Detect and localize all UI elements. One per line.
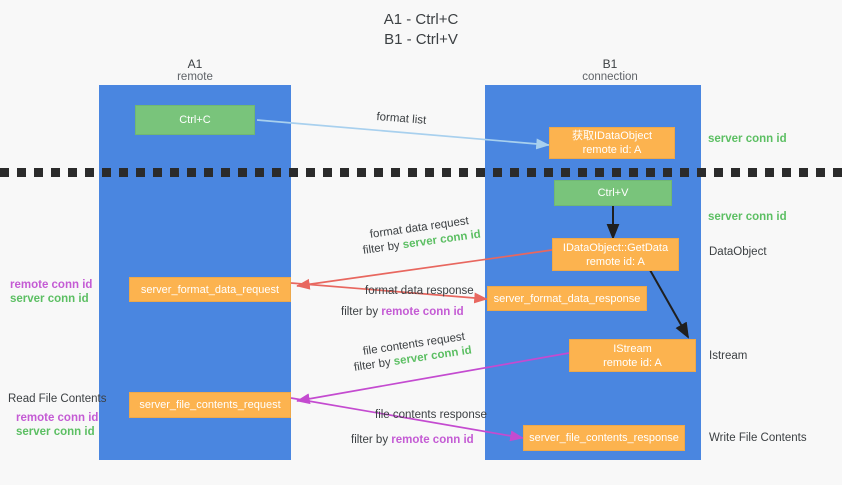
annotation-server-conn-id-mid: server conn id [708, 211, 787, 223]
node-idataobject-getdata-remote-id: remote id: A [586, 255, 645, 268]
edge-format-data-request [296, 249, 553, 290]
edge-getdata-to-istream [649, 269, 689, 339]
annotation-istream: Istream [709, 350, 748, 362]
title-line-2: B1 - Ctrl+V [384, 31, 458, 48]
node-server-format-data-response[interactable]: server_format_data_response [487, 286, 647, 311]
node-ctrl-v-label: Ctrl+V [597, 187, 629, 199]
node-server-file-contents-request[interactable]: server_file_contents_request [129, 392, 291, 418]
edge-label-format-data-response-filter: filter by remote conn id [341, 305, 464, 320]
page-title: A1 - Ctrl+C B1 - Ctrl+V [0, 10, 842, 50]
annotation-server-conn-id-top: server conn id [708, 133, 787, 145]
filter-prefix: filter by [351, 434, 392, 446]
node-istream-remote-id: remote id: A [603, 356, 662, 369]
phase-divider [0, 168, 842, 177]
node-get-idataobject-label: 获取IDataObject [571, 130, 653, 142]
column-header-a1: A1 remote [115, 58, 275, 84]
node-ctrl-c[interactable]: Ctrl+C [135, 105, 255, 135]
annotation-server-conn-id-upper: server conn id [10, 293, 89, 305]
column-b1-name: B1 [602, 57, 618, 71]
column-header-b1: B1 connection [530, 58, 690, 84]
node-server-format-data-request-label: server_format_data_request [140, 283, 280, 296]
node-ctrl-c-label: Ctrl+C [179, 114, 211, 126]
annotation-dataobject: DataObject [709, 246, 767, 258]
filter-key-remote-conn-id: remote conn id [391, 434, 474, 446]
annotation-write-file-contents: Write File Contents [709, 432, 807, 444]
node-istream[interactable]: IStream remote id: A [569, 339, 696, 372]
annotation-remote-conn-id-lower: remote conn id [16, 412, 99, 424]
node-idataobject-getdata-label: IDataObject::GetData [562, 241, 669, 254]
node-idataobject-getdata[interactable]: IDataObject::GetData remote id: A [552, 238, 679, 271]
node-get-idataobject-remote-id: remote id: A [582, 144, 642, 156]
edge-file-contents-response [290, 397, 524, 442]
edge-label-format-data-response: format data response [365, 285, 474, 297]
annotation-server-conn-id-lower: server conn id [16, 426, 95, 438]
node-server-file-contents-request-label: server_file_contents_request [139, 399, 281, 411]
title-line-1: A1 - Ctrl+C [383, 11, 459, 28]
column-a1-subtitle: remote [177, 71, 213, 83]
node-get-idataobject[interactable]: 获取IDataObject remote id: A [549, 127, 675, 159]
edge-label-file-contents-response: file contents response [375, 409, 487, 421]
annotation-remote-conn-id-upper: remote conn id [10, 279, 93, 291]
column-b1-subtitle: connection [582, 71, 638, 83]
node-server-format-data-request[interactable]: server_format_data_request [129, 277, 291, 302]
edge-label-file-contents-response-filter: filter by remote conn id [351, 433, 474, 448]
annotation-read-file-contents: Read File Contents [8, 393, 107, 405]
edge-format-data-response [290, 282, 488, 304]
filter-key-remote-conn-id: remote conn id [381, 306, 464, 318]
node-istream-label: IStream [613, 342, 652, 355]
column-a1-name: A1 [187, 57, 203, 71]
node-server-file-contents-response[interactable]: server_file_contents_response [523, 425, 685, 451]
edge-format-list [256, 119, 550, 150]
node-ctrl-v[interactable]: Ctrl+V [554, 180, 672, 206]
edge-file-contents-request [296, 352, 570, 405]
node-server-format-data-response-label: server_format_data_response [493, 292, 641, 305]
node-server-file-contents-response-label: server_file_contents_response [529, 432, 679, 444]
filter-prefix: filter by [341, 306, 382, 318]
